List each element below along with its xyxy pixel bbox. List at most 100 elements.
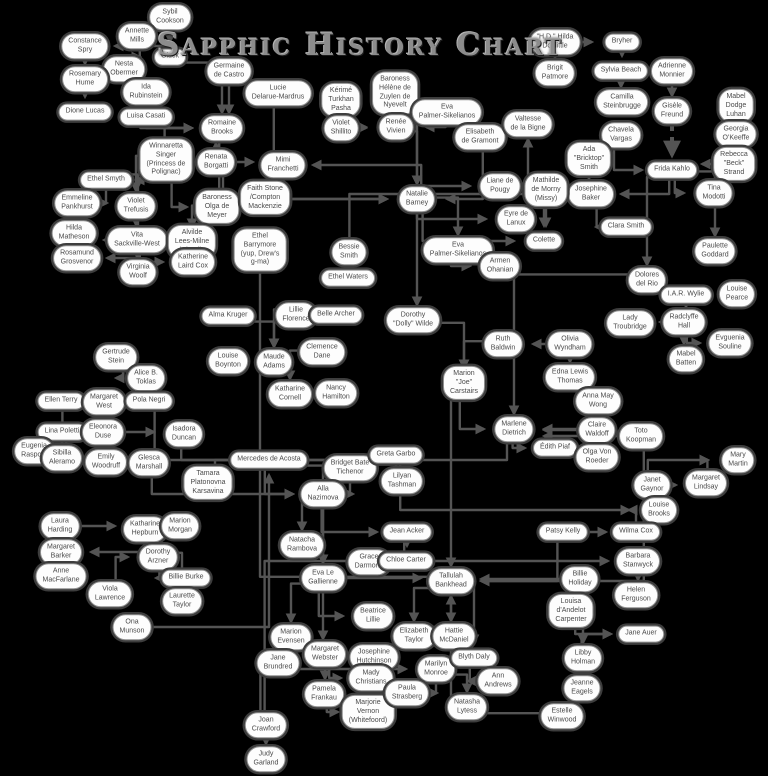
person-node-gluck: Gluck	[154, 48, 186, 66]
person-node-helene: Baroness Hélène de Zuylen de Nyevelt	[372, 71, 418, 115]
person-node-glesca: Glesca Marshall	[128, 450, 170, 476]
person-node-lilyan: Lilyan Tashman	[380, 468, 424, 494]
person-node-janetg: Janet Gaynor	[633, 472, 671, 498]
person-node-toto: Toto Koopman	[619, 423, 663, 449]
person-node-iarwylie: I.A.R. Wylie	[660, 286, 712, 304]
edge-mercedes-nazimova	[263, 460, 296, 500]
person-node-lucie: Lucie Delarue-Mardrus	[244, 80, 312, 106]
person-node-clemence: Clemence Dane	[299, 339, 345, 365]
person-node-elisabeth: Elisabeth de Gramont	[454, 124, 506, 150]
person-node-barbaras: Barbara Stanwyck	[616, 548, 660, 574]
person-node-dolores: Dolores del Rio	[627, 267, 667, 293]
person-node-violal: Viola Lawrence	[87, 581, 133, 607]
person-node-clarasmith: Clara Smith	[600, 218, 652, 236]
person-node-eps1: Eva Palmer-Sikelianos	[411, 99, 483, 125]
person-node-ruthb: Ruth Baldwin	[483, 331, 523, 357]
person-node-rosemary: Rosemary Hume	[62, 66, 108, 92]
person-node-bridgetbt: Bridget Bate Tichenor	[323, 455, 377, 481]
person-node-rosamund: Rosamund Grosvenor	[53, 245, 101, 271]
person-node-billieh: Billie Holiday	[561, 566, 599, 592]
person-node-elizt: Elizabeth Taylor	[392, 623, 436, 649]
person-node-margwebster: Margaret Webster	[303, 641, 347, 667]
person-node-annand: Ann Andrews	[477, 668, 519, 694]
person-node-louisepearce: Louise Pearce	[718, 281, 756, 307]
person-node-sybil: Sybil Cookson	[149, 4, 191, 30]
person-node-violettr: Violet Trefusis	[116, 193, 156, 219]
person-node-olgavr: Olga Von Roeder	[575, 444, 619, 470]
person-node-frida: Frida Kahlo	[647, 161, 697, 179]
person-node-renee: Renée Vivien	[378, 114, 414, 140]
person-node-annamay: Anna May Wong	[575, 388, 621, 414]
person-node-bessie: Bessie Smith	[331, 239, 367, 265]
person-node-clairew: Claire Waldoff	[578, 417, 616, 443]
person-node-marionev: Marion Evensen	[270, 624, 312, 650]
person-node-alicebt: Alice B. Toklas	[127, 365, 165, 391]
person-node-ellenterry: Ellen Terry	[37, 392, 85, 410]
person-node-dione: Dione Lucas	[58, 103, 112, 121]
person-node-eyre: Eyre de Lanux	[496, 206, 536, 232]
person-node-janeauer: Jane Auer	[618, 625, 664, 643]
person-node-beatricel: Beatrice Lillie	[353, 603, 393, 629]
person-node-emmeline: Emmeline Pankhurst	[54, 190, 100, 216]
person-node-jeanacker: Jean Acker	[382, 523, 432, 541]
person-node-marglindsay: Margaret Lindsay	[684, 470, 728, 496]
person-node-eps2: Eva Palmer-Sikelianos	[422, 237, 494, 263]
person-node-sibilla: Sibilla Aleramo	[41, 445, 83, 471]
person-node-hildamath: Hilda Matheson	[51, 220, 97, 246]
person-node-mabelbatten: Mabel Batten	[668, 346, 704, 372]
person-node-annemacf: Anne MacFarlane	[35, 563, 87, 589]
person-node-natalie: Natalie Barney	[398, 186, 436, 212]
person-node-emilyw: Emily Woodruff	[84, 449, 128, 475]
person-node-lauretter: Laurette Taylor	[162, 588, 202, 614]
person-node-kerime: Kérimé Turkhan Pasha	[321, 82, 361, 118]
person-node-valtesse: Valtesse de la Bigne	[503, 111, 553, 137]
person-node-evale: Eva Le Gallienne	[301, 565, 345, 591]
person-node-gisele: Gisèle Freund	[653, 98, 691, 124]
person-node-kathcornell: Katharine Cornell	[268, 381, 312, 407]
person-node-joancr: Joan Crawford	[244, 712, 288, 738]
person-node-laurah: Laura Harding	[40, 513, 80, 539]
person-node-tamara: Tamara Platonovna Karsavina	[183, 465, 233, 501]
person-node-marlene: Marlene Dietrich	[494, 416, 534, 442]
person-node-ethelbarrymore: Ethel Barrymore (yup, Drew's g-ma)	[233, 228, 287, 272]
person-node-arzner: Dorothy Arzner	[138, 544, 178, 570]
person-node-violetsh: Violet Shillito	[323, 115, 359, 141]
person-node-rebecca: Rebecca "Beck" Strand	[713, 146, 755, 182]
person-node-sylvia: Sylvia Beach	[593, 62, 649, 80]
person-node-armen: Armen Ohanian	[479, 253, 521, 279]
person-node-winnaretta: Winnaretta Singer (Princess de Polignac)	[139, 138, 193, 182]
person-node-hd: "H.D." Hilda Doolittle	[529, 29, 581, 55]
edge-onamunson-mercedes	[132, 472, 275, 629]
person-node-onamunson: Ona Munson	[112, 614, 152, 640]
person-node-louiseboynton: Louise Boynton	[208, 348, 248, 374]
person-node-patsyk: Patsy Kelly	[538, 523, 588, 541]
person-node-marjoriev: Marjorie Vernon (Whitefoord)	[341, 694, 395, 730]
person-node-greta: Greta Garbo	[369, 446, 423, 464]
person-node-dolly: Dorothy "Dolly" Wilde	[386, 307, 440, 333]
person-node-romaine: Romaine Brooks	[200, 115, 244, 141]
person-node-evguenia: Evguenia Souline	[708, 330, 752, 356]
person-node-lilliefl: Lillie Florence	[275, 302, 317, 328]
person-node-louisadc: Louisa d'Andelot Carpenter	[548, 593, 594, 629]
person-node-paulette: Paulette Goddard	[694, 238, 736, 264]
person-node-camilla: Camilla Steinbrugge	[596, 89, 648, 115]
person-node-nazimova: Alla Nazimova	[300, 481, 346, 507]
person-node-bellearcher: Belle Archer	[310, 306, 362, 324]
person-node-chavela: Chavela Vargas	[601, 122, 641, 148]
person-node-natacha: Natacha Rambova	[280, 532, 324, 558]
person-node-bryher: Bryher	[604, 33, 640, 51]
person-node-hattiemcd: Hattie McDaniel	[432, 623, 476, 649]
person-node-ethelsmyth: Ethel Smyth	[80, 171, 132, 189]
person-node-missy: Mathilde de Morny (Missy)	[524, 172, 568, 208]
person-node-marymartin: Mary Martin	[721, 447, 755, 473]
person-node-blythd: Blyth Daly	[451, 649, 497, 667]
person-node-ednathomas: Edna Lewis Thomas	[544, 364, 596, 390]
person-node-nancyham: Nancy Hamilton	[315, 380, 357, 406]
person-node-margwest: Margaret West	[82, 389, 126, 415]
person-node-louisebrooks: Louise Brooks	[641, 497, 677, 523]
person-node-adrienne: Adrienne Monnier	[650, 58, 694, 84]
person-node-maude: Maude Adams	[256, 349, 292, 375]
person-node-paulas: Paula Strasberg	[384, 680, 430, 706]
person-node-wilmacox: Wilma Cox	[612, 523, 660, 541]
